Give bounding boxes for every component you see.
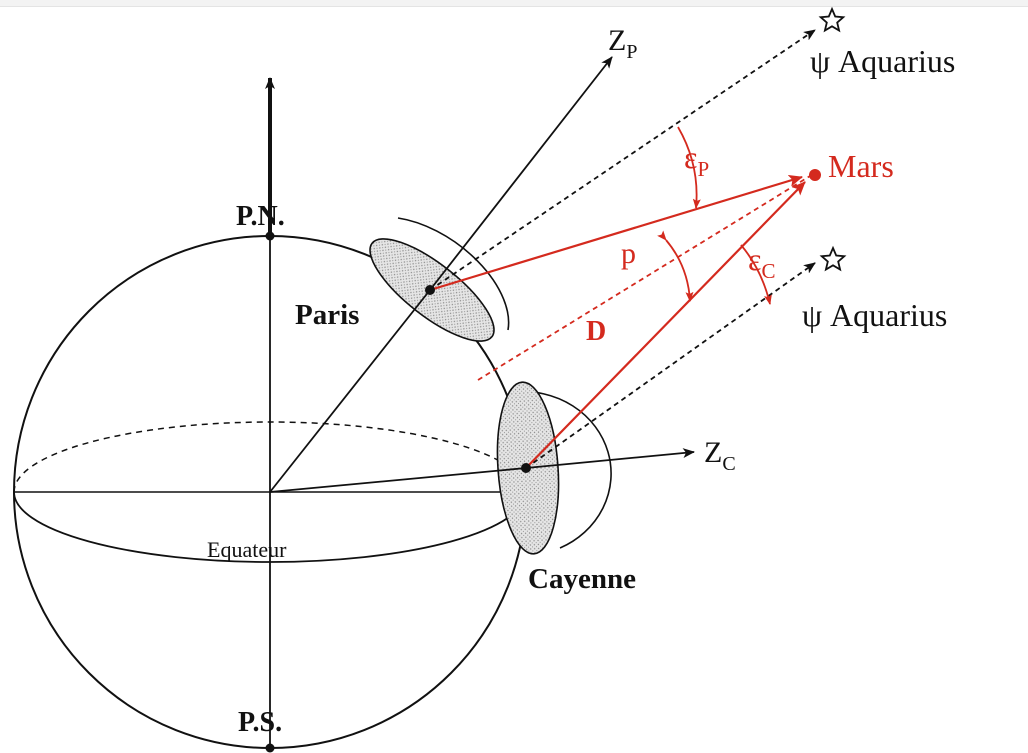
cayenne-label: Cayenne	[528, 563, 636, 595]
top-strip	[0, 0, 1028, 7]
epsilon-p-arc	[677, 126, 701, 209]
star-icon	[819, 245, 847, 272]
paris-label: Paris	[295, 299, 359, 331]
parallax-arc	[657, 230, 694, 302]
epsilon-p-label: εP	[684, 139, 709, 181]
mars-dot	[809, 169, 821, 181]
paris-mars-line	[429, 175, 803, 292]
radius-paris	[269, 289, 431, 493]
zenith-cayenne-line	[525, 448, 695, 469]
south-pole-label: P.S.	[238, 707, 282, 738]
mars-label: Mars	[828, 148, 894, 184]
zenith-paris-line	[429, 56, 613, 291]
cayenne-star-line	[525, 262, 816, 469]
south-pole-dot	[265, 743, 275, 753]
cayenne-horizon-plane	[496, 381, 612, 555]
epsilon-c-arc	[740, 244, 772, 305]
radius-cayenne	[269, 467, 527, 493]
cayenne-mars-line	[525, 181, 806, 469]
star-bottom-label: ψ Aquarius	[802, 297, 947, 333]
zenith-cayenne-label: ZC	[704, 436, 736, 475]
earth-mars-distance-line	[477, 175, 811, 381]
cayenne-dot	[521, 463, 531, 473]
star-top-label: ψ Aquarius	[810, 43, 955, 79]
paris-dot	[425, 285, 435, 295]
equator-label: Equateur	[207, 537, 287, 562]
epsilon-c-label: εC	[748, 241, 775, 283]
north-pole-label: P.N.	[236, 201, 285, 232]
parallax-label: p	[621, 237, 636, 270]
star-icon	[818, 6, 846, 33]
paris-star-line	[429, 29, 816, 291]
north-pole-dot	[265, 231, 275, 241]
zenith-paris-label: ZP	[608, 24, 637, 63]
distance-label: D	[586, 316, 606, 347]
